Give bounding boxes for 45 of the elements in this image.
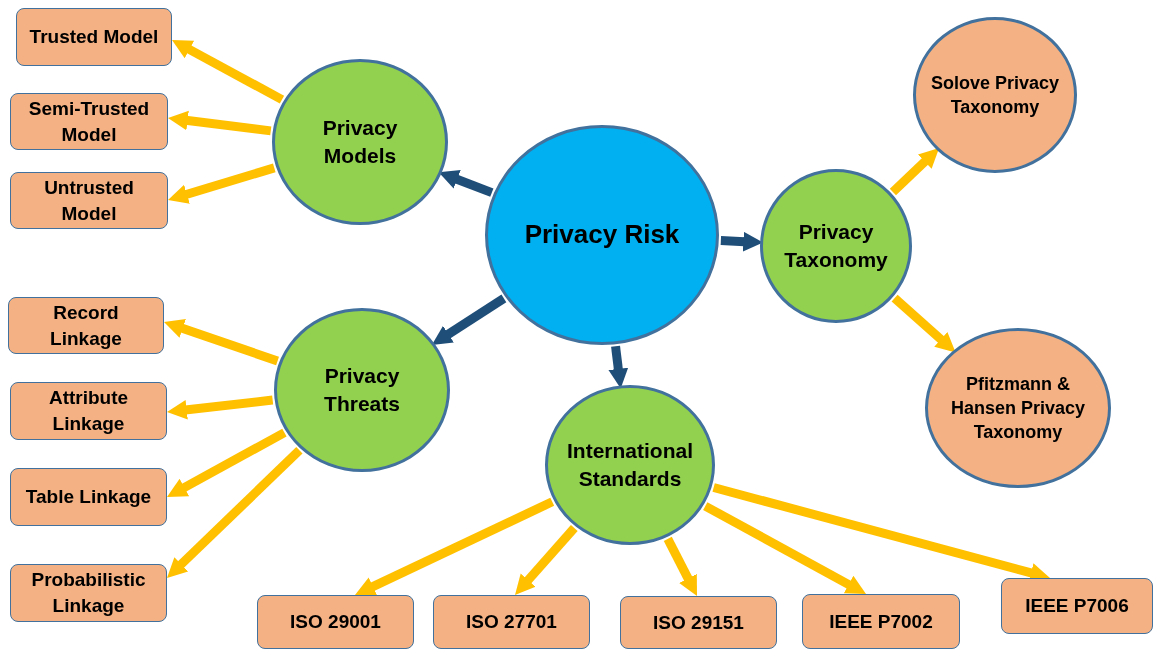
node-label: Record Linkage: [49, 300, 123, 351]
arrow: [168, 163, 276, 204]
arrow: [889, 148, 940, 196]
node-label: Solove Privacy Taxonomy: [929, 71, 1061, 119]
arrow: [167, 428, 287, 497]
node-label: Table Linkage: [25, 485, 152, 510]
arrow: [167, 447, 303, 578]
arrow: [355, 497, 555, 596]
node-label: Trusted Model: [29, 25, 159, 50]
node-label: Pfitzmann & Hansen Privacy Taxonomy: [949, 372, 1087, 445]
arrow: [663, 536, 697, 596]
node-label: Untrusted Model: [43, 175, 135, 226]
item-box: [620, 596, 777, 649]
arrow: [891, 294, 956, 353]
node-label: Probabilistic Linkage: [30, 568, 147, 618]
node-label: ISO 29001: [290, 610, 381, 635]
item-box: [1001, 578, 1153, 634]
item-box: [10, 468, 167, 526]
item-box: [10, 93, 168, 150]
node-label: Privacy Threats: [323, 362, 401, 417]
arrow: [168, 110, 272, 136]
item-box: [8, 297, 164, 354]
node-label: IEEE P7006: [1025, 594, 1129, 619]
node-label: ISO 27701: [466, 610, 557, 635]
arrow: [703, 502, 866, 594]
node-label: Privacy Models: [321, 114, 399, 169]
item-box: [433, 595, 590, 649]
item-box: [10, 564, 167, 622]
item-box: [16, 8, 172, 66]
arrow: [431, 294, 507, 345]
node-label: International Standards: [567, 437, 693, 492]
item-box: [10, 172, 168, 229]
item-box: [802, 594, 960, 649]
node-label: Attribute Linkage: [47, 386, 130, 436]
item-box: [10, 382, 167, 440]
arrow: [167, 395, 274, 420]
arrow: [164, 319, 279, 366]
node-label: Privacy Risk: [524, 218, 680, 252]
node-label: IEEE P7002: [829, 609, 933, 634]
arrow: [172, 40, 285, 104]
node-label: ISO 29151: [653, 610, 744, 635]
arrow: [515, 525, 578, 595]
node-label: Privacy Taxonomy: [784, 218, 888, 273]
node-label: Semi-Trusted Model: [27, 96, 151, 147]
item-box: [257, 595, 414, 649]
